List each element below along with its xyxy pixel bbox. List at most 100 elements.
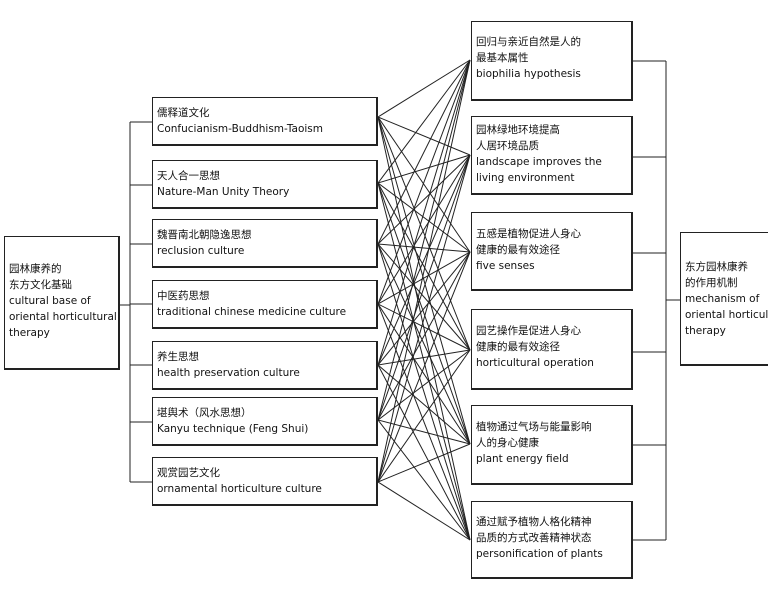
link: [377, 419, 471, 445]
culture-en: health preservation culture: [157, 367, 300, 379]
link: [377, 303, 471, 541]
link: [377, 303, 471, 445]
link: [377, 116, 471, 541]
culture-zh: 观赏园艺文化: [157, 467, 220, 479]
mechanism-zh-1: 五感是植物促进人身心: [476, 228, 581, 240]
link: [377, 154, 471, 245]
link: [377, 59, 471, 305]
link: [377, 303, 471, 351]
culture-zh: 养生思想: [157, 351, 199, 363]
link: [377, 364, 471, 445]
link: [377, 349, 471, 483]
culture-en: Confucianism-Buddhism-Taoism: [157, 123, 324, 135]
link: [377, 251, 471, 421]
mechanism-en-1: personification of plants: [476, 548, 603, 560]
culture-zh: 堪舆术（风水思想）: [157, 407, 252, 419]
mechanism-zh-1: 园艺操作是促进人身心: [476, 325, 581, 337]
link: [377, 364, 471, 541]
link: [377, 154, 471, 421]
mechanism-zh-2: 健康的最有效途径: [476, 341, 560, 353]
link: [377, 349, 471, 421]
mechanism-box-five-senses: 五感是植物促进人身心 健康的最有效途径 five senses: [471, 212, 633, 291]
link: [377, 349, 471, 366]
link: [377, 59, 471, 118]
link: [377, 182, 471, 541]
culture-box-tcm: 中医药思想 traditional chinese medicine cultu…: [152, 280, 378, 329]
cultural-base-zh-2: 东方文化基础: [9, 279, 72, 291]
mechanism-box-horticultural-operation: 园艺操作是促进人身心 健康的最有效途径 horticultural operat…: [471, 309, 633, 390]
mechanism-zh-2: 人的身心健康: [476, 437, 539, 449]
mechanism-box-landscape: 园林绿地环境提高 人居环境品质 landscape improves the l…: [471, 116, 633, 195]
link: [377, 419, 471, 541]
culture-en: reclusion culture: [157, 245, 245, 257]
link: [377, 154, 471, 483]
mechanism-zh-1: 园林绿地环境提高: [476, 124, 560, 136]
culture-box-ornamental-horticulture: 观赏园艺文化 ornamental horticulture culture: [152, 457, 378, 506]
culture-en: ornamental horticulture culture: [157, 483, 322, 495]
cultural-base-zh-1: 园林康养的: [9, 263, 62, 275]
culture-box-reclusion: 魏晋南北朝隐逸思想 reclusion culture: [152, 219, 378, 268]
link: [377, 251, 471, 366]
mechanism-zh-1: 植物通过气场与能量影响: [476, 421, 592, 433]
mechanism-zh-2: 品质的方式改善精神状态: [476, 532, 592, 544]
culture-zh: 儒释道文化: [157, 107, 210, 119]
cross-connections: [377, 59, 471, 541]
mechanism-en-1: horticultural operation: [476, 357, 594, 369]
culture-en: Nature-Man Unity Theory: [157, 186, 290, 198]
culture-zh: 魏晋南北朝隐逸思想: [157, 229, 252, 241]
link: [377, 182, 471, 445]
link: [377, 243, 471, 253]
culture-zh: 天人合一思想: [157, 170, 220, 182]
mechanism-zh-1: 回归与亲近自然是人的: [476, 36, 581, 48]
mechanism-zh-2: 最基本属性: [476, 52, 529, 64]
link: [377, 116, 471, 253]
link: [377, 116, 471, 156]
mechanism-root-en-3: therapy: [685, 325, 726, 337]
link: [377, 116, 471, 351]
culture-zh: 中医药思想: [157, 290, 210, 302]
link: [377, 59, 471, 366]
mechanism-zh-2: 健康的最有效途径: [476, 244, 560, 256]
mechanism-box-biophilia: 回归与亲近自然是人的 最基本属性 biophilia hypothesis: [471, 21, 633, 101]
mechanism-zh-2: 人居环境品质: [476, 140, 539, 152]
link: [377, 59, 471, 483]
mechanism-root-zh-2: 的作用机制: [685, 277, 738, 289]
mechanism-box-personification: 通过赋予植物人格化精神 品质的方式改善精神状态 personification …: [471, 501, 633, 579]
mechanism-zh-1: 通过赋予植物人格化精神: [476, 516, 592, 528]
link: [377, 59, 471, 421]
culture-box-kanyu: 堪舆术（风水思想） Kanyu technique (Feng Shui): [152, 397, 378, 446]
mechanism-root-zh-1: 东方园林康养: [685, 261, 748, 273]
link: [377, 443, 471, 483]
mechanism-en-1: landscape improves the: [476, 156, 602, 168]
mechanism-en-1: plant energy field: [476, 453, 569, 465]
link: [377, 251, 471, 483]
link: [377, 116, 471, 445]
culture-box-confucianism: 儒释道文化 Confucianism-Buddhism-Taoism: [152, 97, 378, 146]
link: [377, 154, 471, 366]
culture-en: traditional chinese medicine culture: [157, 306, 347, 318]
link: [377, 243, 471, 351]
link: [377, 243, 471, 445]
link: [377, 182, 471, 351]
link: [377, 243, 471, 541]
mechanism-en-2: living environment: [476, 172, 575, 184]
link: [377, 59, 471, 184]
link: [377, 481, 471, 541]
mechanism-root-box: 东方园林康养 的作用机制 mechanism of oriental horti…: [680, 232, 768, 366]
cultural-base-en-1: cultural base of: [9, 295, 91, 307]
link: [377, 251, 471, 305]
link: [377, 182, 471, 253]
mechanism-en-1: biophilia hypothesis: [476, 68, 581, 80]
mechanism-root-en-2: oriental horticultural: [685, 309, 768, 321]
culture-box-health-preservation: 养生思想 health preservation culture: [152, 341, 378, 390]
culture-en: Kanyu technique (Feng Shui): [157, 423, 309, 435]
cultural-base-box: 园林康养的 东方文化基础 cultural base of oriental h…: [4, 236, 120, 370]
mechanism-en-1: five senses: [476, 260, 535, 272]
link: [377, 154, 471, 305]
culture-box-nature-man-unity: 天人合一思想 Nature-Man Unity Theory: [152, 160, 378, 209]
mechanism-box-plant-energy: 植物通过气场与能量影响 人的身心健康 plant energy field: [471, 405, 633, 485]
cultural-base-en-3: therapy: [9, 327, 50, 339]
cultural-base-en-2: oriental horticultural: [9, 311, 117, 323]
